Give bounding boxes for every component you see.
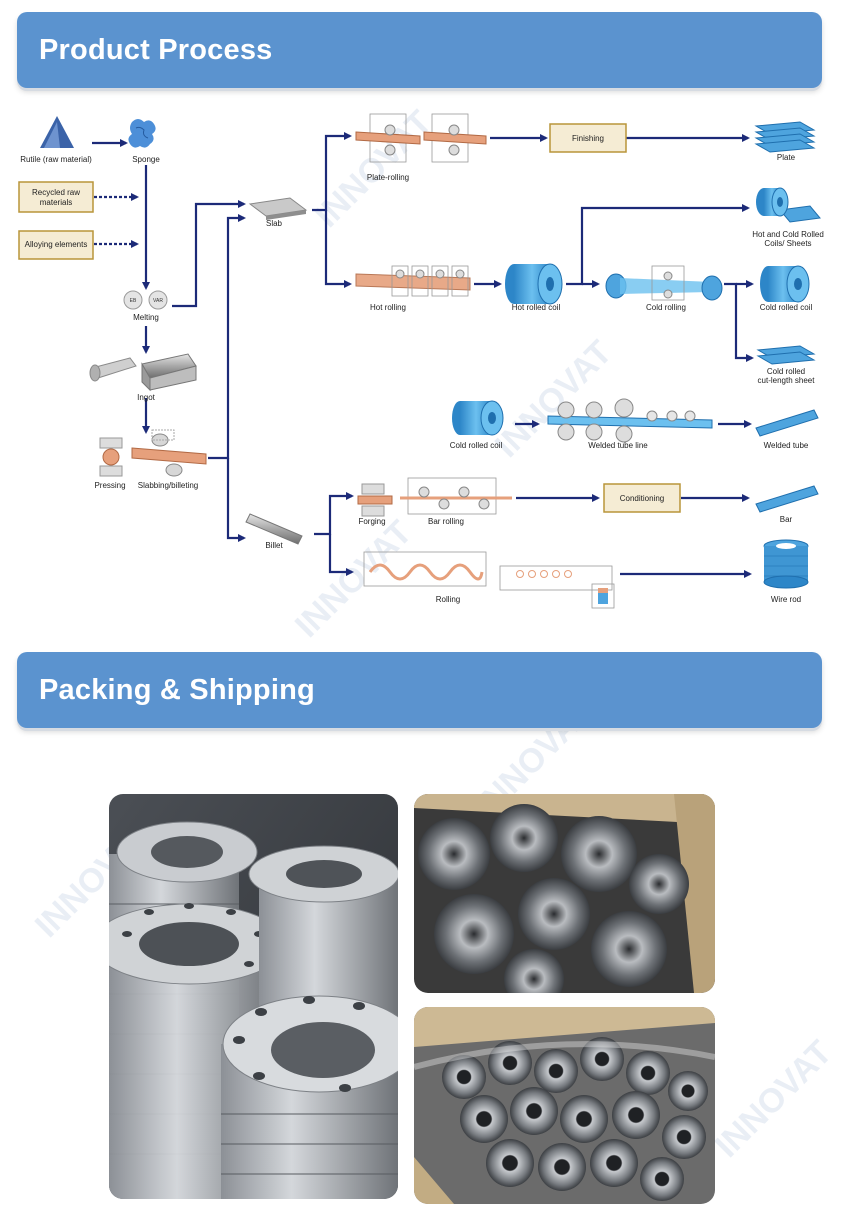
- rolling-icon: [363, 551, 615, 609]
- label-recycled-1: Recycled raw: [32, 188, 80, 197]
- label-bar-rolling: Bar rolling: [428, 517, 464, 526]
- section-banner-packing-shipping: Packing & Shipping: [17, 652, 822, 728]
- label-slabbing: Slabbing/billeting: [138, 481, 199, 490]
- product-process-diagram: Rutile (raw material) Sponge Recycled ra…: [18, 113, 824, 609]
- label-rutile: Rutile (raw material): [20, 155, 92, 164]
- label-welded-tube-line: Welded tube line: [588, 441, 648, 450]
- label-melting: Melting: [133, 313, 159, 322]
- bar-rolling-icon: [400, 477, 512, 515]
- sponge-icon: [128, 119, 156, 148]
- watermark: INNOVAT: [707, 1033, 840, 1165]
- label-eb: EB: [130, 298, 137, 304]
- cut-sheet-icon: [756, 345, 816, 365]
- section-title: Packing & Shipping: [39, 674, 315, 706]
- box-conditioning: [603, 483, 681, 513]
- label-rolling: Rolling: [436, 595, 460, 604]
- photo-threaded-flanges: [414, 1007, 715, 1204]
- label-hot-cold-sheets-2: Coils/ Sheets: [764, 239, 811, 248]
- label-plate-rolling: Plate-rolling: [367, 173, 409, 182]
- wire-rod-icon: [763, 539, 809, 589]
- slab-icon: [248, 197, 308, 220]
- photo-stacked-flanges: [109, 794, 398, 1199]
- cold-rolling-icon: [605, 265, 723, 301]
- label-conditioning: Conditioning: [620, 494, 664, 503]
- label-forging: Forging: [358, 517, 385, 526]
- label-alloying: Alloying elements: [25, 240, 88, 249]
- rutile-icon: [40, 116, 74, 148]
- section-banner-product-process: Product Process: [17, 12, 822, 88]
- label-pressing: Pressing: [94, 481, 125, 490]
- label-billet: Billet: [265, 541, 283, 550]
- box-finishing: [549, 123, 627, 153]
- label-ingot: Ingot: [137, 393, 156, 402]
- billet-icon: [245, 513, 303, 545]
- label-cold-rolling: Cold rolling: [646, 303, 686, 312]
- plate-stack-icon: [754, 121, 816, 153]
- label-bar: Bar: [780, 515, 793, 524]
- label-finishing: Finishing: [572, 134, 604, 143]
- label-hot-rolling: Hot rolling: [370, 303, 406, 312]
- cold-rolled-coil-icon: [760, 265, 810, 303]
- label-slab: Slab: [266, 219, 283, 228]
- label-var: VAR: [153, 298, 163, 304]
- forging-icon: [357, 483, 393, 517]
- coil-sheet-icon: [756, 187, 821, 223]
- label-cold-rolled-coil-2: Cold rolled coil: [450, 441, 503, 450]
- box-recycled: [18, 181, 94, 213]
- label-wire-rod: Wire rod: [771, 595, 801, 604]
- label-recycled-2: materials: [40, 198, 72, 207]
- cold-rolled-coil-icon: [452, 400, 504, 436]
- hot-rolled-coil-icon: [505, 263, 563, 305]
- slabbing-icon: [131, 429, 207, 477]
- section-title: Product Process: [39, 34, 273, 66]
- pressing-icon: [99, 437, 123, 477]
- box-alloying: [18, 230, 94, 260]
- hot-rolling-icon: [355, 265, 471, 297]
- label-hot-cold-sheets-1: Hot and Cold Rolled: [752, 230, 824, 239]
- label-sponge: Sponge: [132, 155, 160, 164]
- melting-icon: EB VAR: [123, 290, 168, 310]
- label-cold-rolled-coil: Cold rolled coil: [760, 303, 813, 312]
- label-hot-rolled-coil: Hot rolled coil: [512, 303, 561, 312]
- label-cut-sheet-2: cut-length sheet: [758, 376, 816, 385]
- label-cut-sheet-1: Cold rolled: [767, 367, 805, 376]
- plate-rolling-icon: [355, 113, 487, 163]
- bar-icon: [755, 485, 819, 513]
- photo-weld-neck-flanges: [414, 794, 715, 993]
- label-welded-tube: Welded tube: [764, 441, 809, 450]
- welded-tube-icon: [755, 409, 819, 437]
- welded-tube-line-icon: [547, 398, 713, 443]
- ingot-icon: [89, 353, 197, 392]
- label-plate: Plate: [777, 153, 796, 162]
